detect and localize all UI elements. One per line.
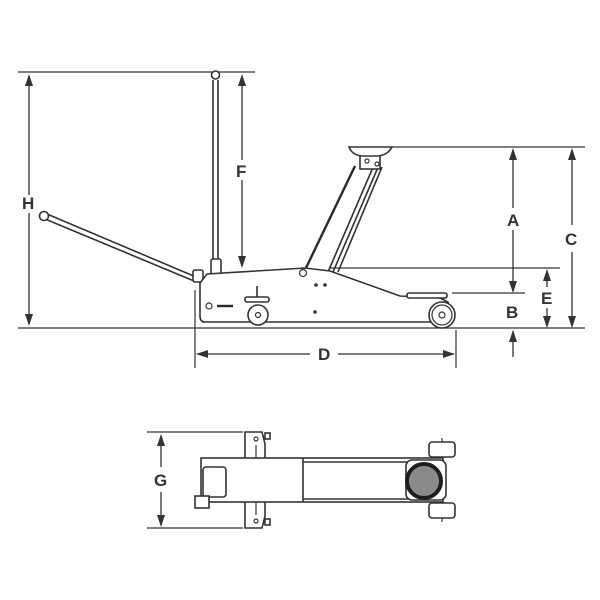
dim-label-c: C (565, 230, 577, 249)
caster-wheel (244, 286, 270, 326)
jack-frame (199, 267, 453, 323)
dim-label-f: F (236, 162, 246, 181)
angled-handle (38, 210, 204, 283)
dimension-f: F (236, 74, 246, 268)
dim-label-d: D (318, 345, 330, 364)
dimension-g: G (154, 434, 167, 527)
dim-label-e: E (541, 289, 552, 308)
top-view: G (147, 431, 456, 529)
saddle-lowered (406, 292, 448, 299)
pump-release-knob (194, 495, 210, 509)
dim-label-b: B (506, 303, 518, 322)
saddle-pad (405, 462, 443, 500)
lift-arm (303, 146, 394, 273)
dimension-h: H (22, 74, 34, 326)
saddle (347, 146, 394, 157)
upright-handle (210, 70, 222, 276)
dimension-d: D (196, 345, 455, 364)
dimension-b: B (506, 303, 518, 357)
front-wheel (428, 301, 456, 329)
dim-label-a: A (507, 211, 519, 230)
dim-label-h: H (22, 194, 34, 213)
dim-label-g: G (154, 471, 167, 490)
dimension-a: A (507, 148, 519, 293)
side-view: H F A B E (18, 70, 585, 368)
dimension-c: C (565, 148, 577, 328)
dimension-e: E (541, 269, 552, 328)
